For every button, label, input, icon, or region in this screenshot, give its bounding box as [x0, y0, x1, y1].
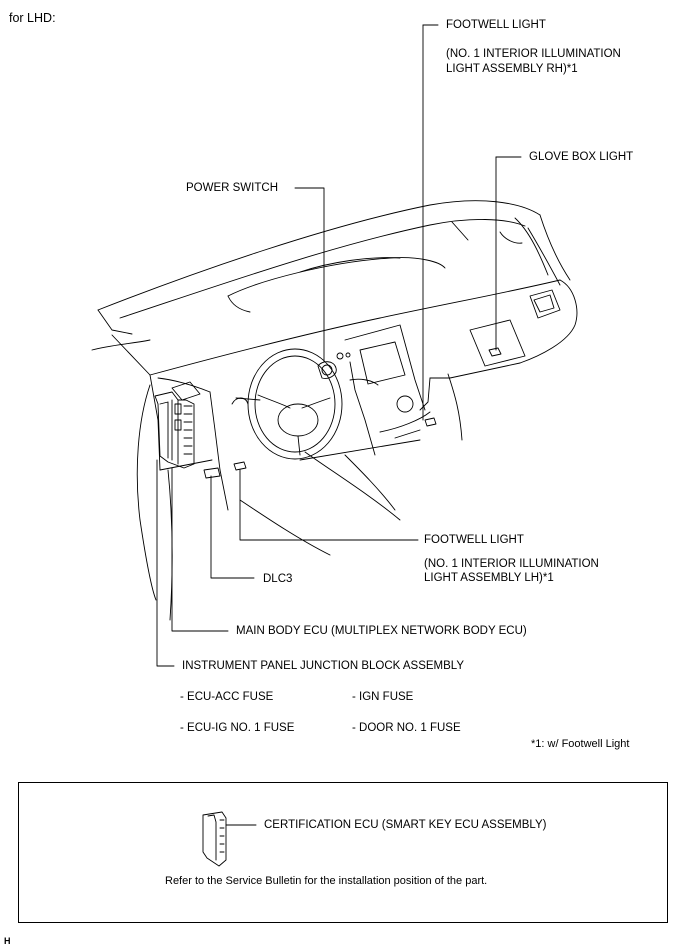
fuse-ecu-ig-no1: - ECU-IG NO. 1 FUSE — [180, 722, 295, 734]
glove-box-light-label: GLOVE BOX LIGHT — [529, 151, 634, 163]
certification-ecu-note-box — [18, 782, 668, 923]
fuse-door-no1: - DOOR NO. 1 FUSE — [352, 722, 461, 734]
dlc3-label: DLC3 — [263, 573, 293, 585]
footwell-light-lh-subtitle-2: LIGHT ASSEMBLY LH)*1 — [424, 572, 554, 584]
fuse-ign: - IGN FUSE — [352, 691, 414, 703]
footwell-light-lh-label: FOOTWELL LIGHT — [424, 534, 524, 546]
power-switch-label: POWER SWITCH — [186, 182, 278, 194]
footwell-light-rh-label: FOOTWELL LIGHT — [446, 19, 546, 31]
installation-instruction: Refer to the Service Bulletin for the in… — [165, 875, 488, 887]
footwell-light-rh-subtitle-1: (NO. 1 INTERIOR ILLUMINATION — [446, 48, 621, 60]
footwell-light-rh-subtitle-2: LIGHT ASSEMBLY RH)*1 — [446, 63, 578, 75]
footwell-light-lh-subtitle-1: (NO. 1 INTERIOR ILLUMINATION — [424, 558, 599, 570]
certification-ecu-label: CERTIFICATION ECU (SMART KEY ECU ASSEMBL… — [264, 819, 547, 831]
corner-mark: H — [4, 936, 11, 946]
footnote: *1: w/ Footwell Light — [531, 738, 630, 750]
junction-block-label: INSTRUMENT PANEL JUNCTION BLOCK ASSEMBLY — [182, 660, 465, 672]
fuse-ecu-acc: - ECU-ACC FUSE — [180, 691, 274, 703]
variant-label: for LHD: — [9, 11, 56, 25]
main-body-ecu-label: MAIN BODY ECU (MULTIPLEX NETWORK BODY EC… — [236, 625, 527, 637]
